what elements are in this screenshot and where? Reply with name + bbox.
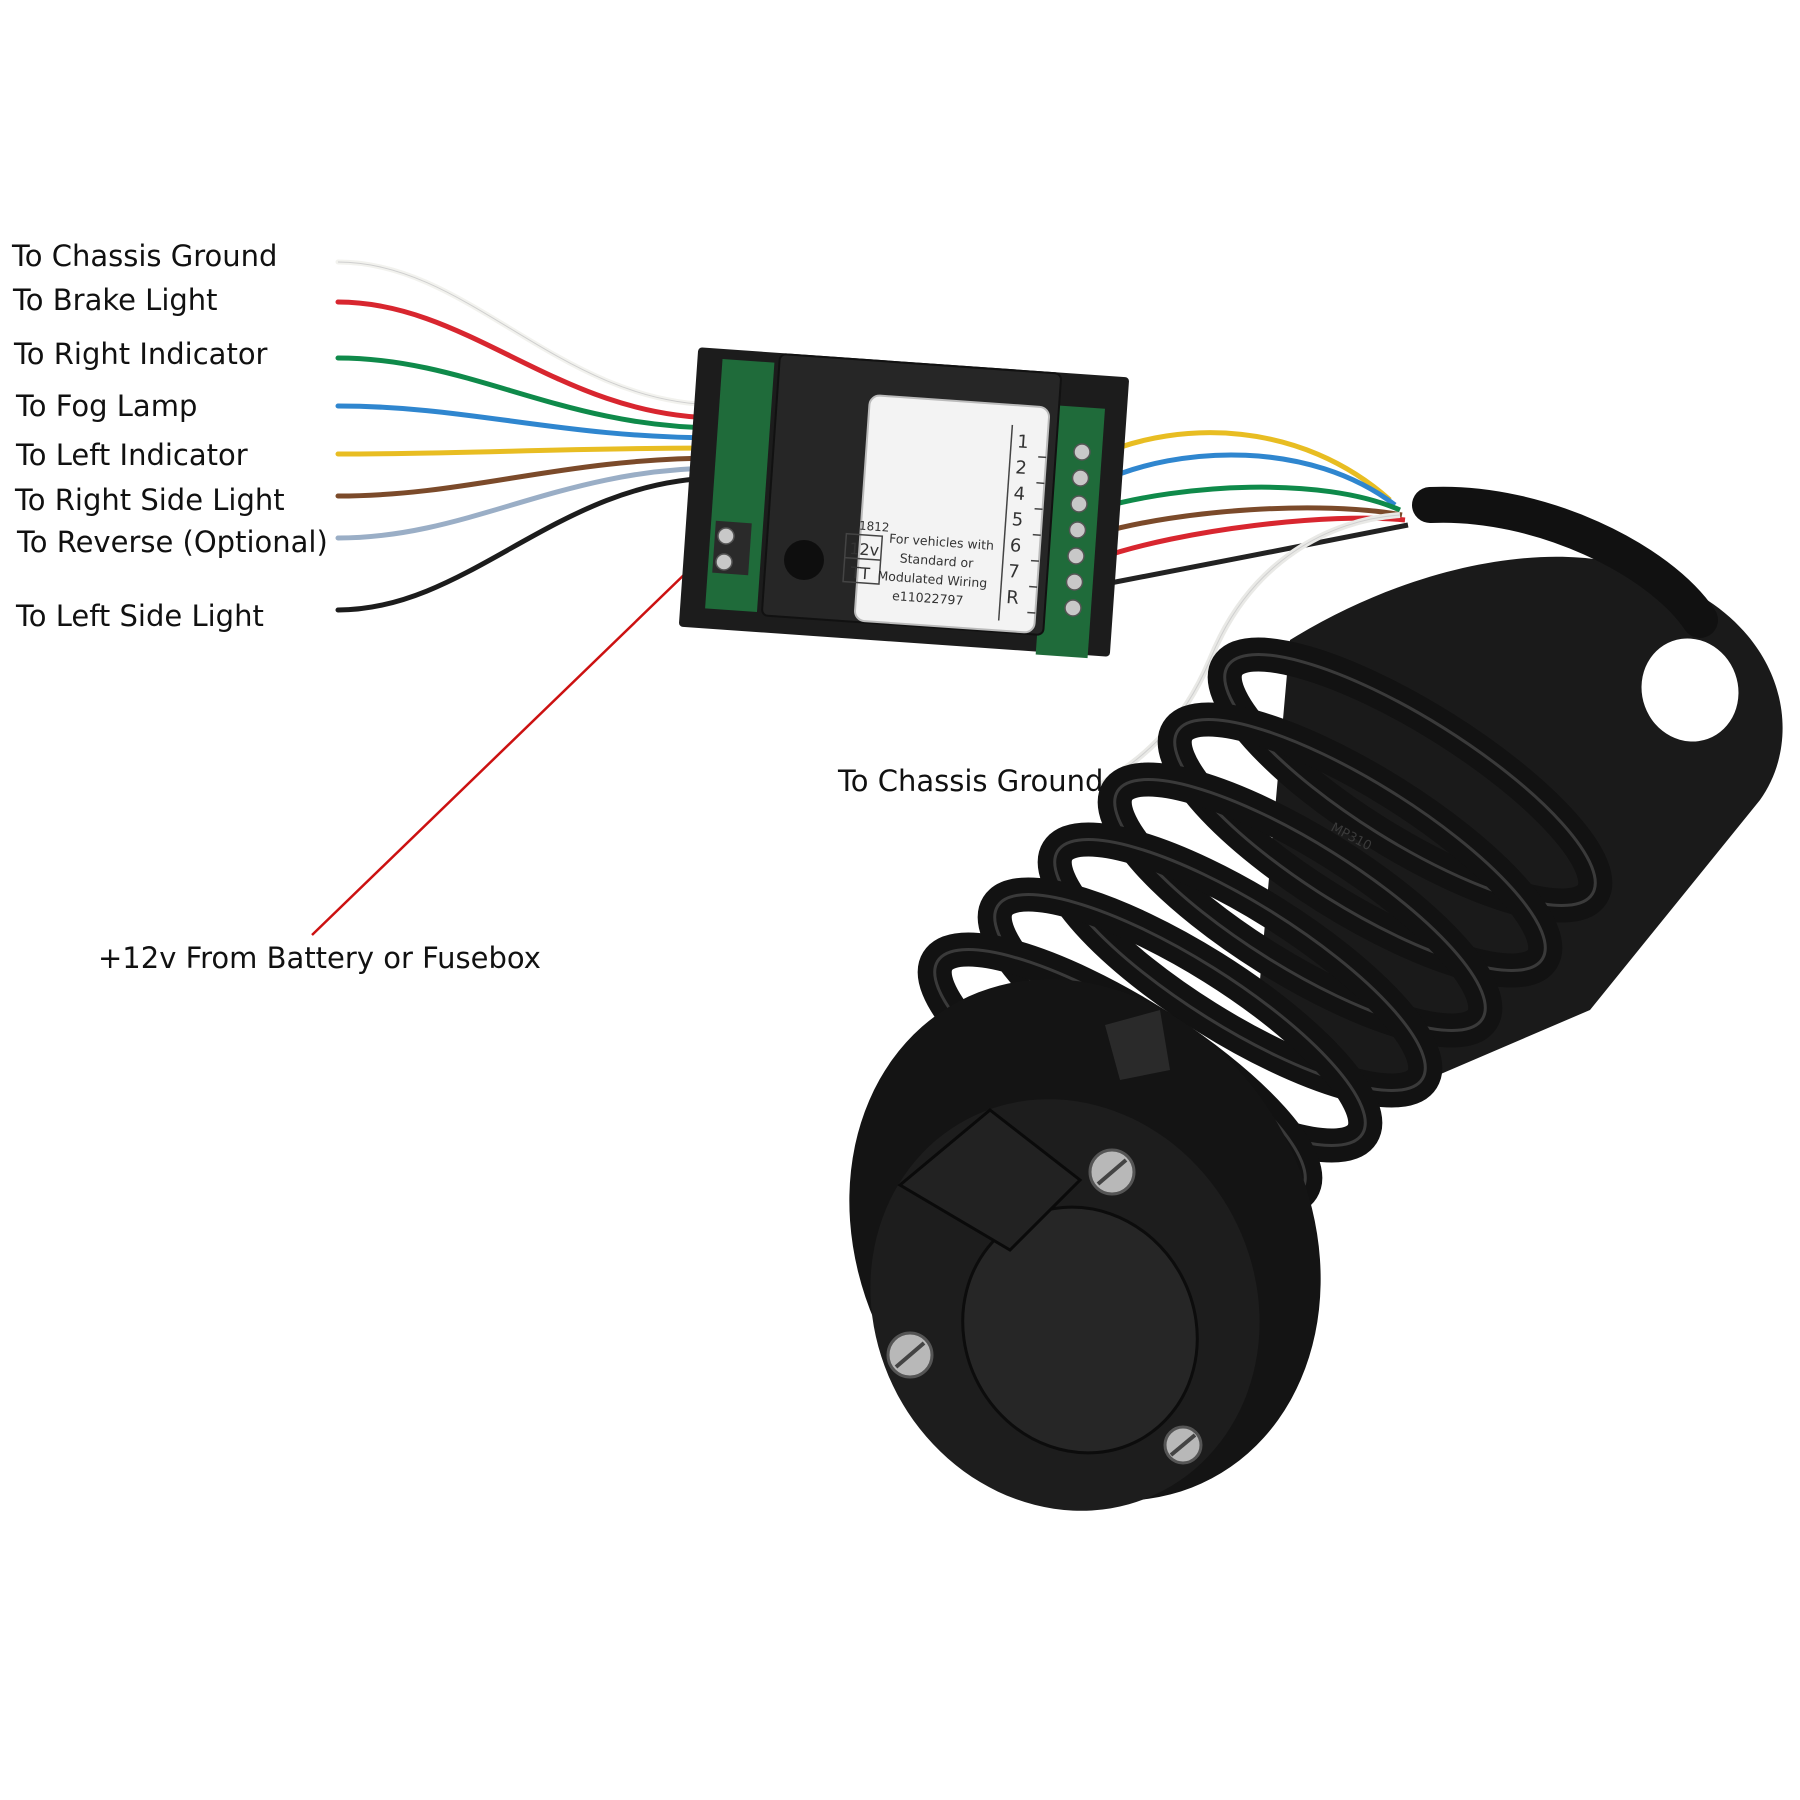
left-wire-3: [335, 355, 723, 431]
socket-latch: [1105, 1010, 1170, 1080]
label-power-source: +12v From Battery or Fusebox: [98, 941, 541, 975]
terminal-number-4: 4: [1013, 483, 1026, 505]
left-wire-1: [335, 259, 723, 408]
terminal-tick: [1030, 559, 1039, 562]
coil-highlight: [1053, 838, 1427, 1092]
label-code: 1812: [858, 519, 889, 535]
terminal-tick: [1032, 533, 1041, 536]
output-terminal-screw: [1065, 573, 1084, 591]
left-wire-1-outline: [337, 261, 721, 406]
output-terminal-screw: [1064, 599, 1082, 617]
left-wire-5: [335, 445, 723, 457]
label-voltage: 12v: [849, 539, 880, 560]
left-wire-7: [335, 465, 723, 541]
label-right-side-light: To Right Side Light: [15, 483, 285, 517]
output-terminal-screw: [1067, 547, 1085, 565]
left-wire-6: [335, 455, 723, 499]
label-left-side-light: To Left Side Light: [16, 599, 264, 633]
bracket-hole: [1641, 638, 1739, 742]
output-terminal-screw: [1068, 521, 1087, 539]
right-wire-black: [1099, 522, 1409, 588]
label-approval: e11022797: [892, 588, 964, 608]
coil-highlight: [1113, 778, 1487, 1032]
module-label-sticker: [854, 394, 1051, 634]
right-wire-bundle: [1098, 430, 1409, 788]
terminal-tick: [1038, 456, 1047, 459]
terminal-numbers: 1 2 4 5 6 7R: [1006, 431, 1047, 614]
terminal-number-1: 1: [1016, 431, 1029, 453]
right-wire-white-outline: [1099, 514, 1401, 786]
terminal-number-2: 2: [1015, 457, 1028, 479]
left-wire-8: [335, 475, 723, 613]
terminal-tick: [1036, 482, 1045, 485]
right-terminal-block: [1064, 443, 1091, 617]
terminal-tick: [1027, 611, 1036, 614]
output-terminal-screw: [1071, 469, 1090, 487]
screw-head-left: [886, 1331, 934, 1379]
label-chassis-ground-left: To Chassis Ground: [12, 239, 278, 273]
left-wire-bundle: [335, 259, 723, 613]
label-line2: Standard or: [899, 550, 974, 570]
screw-head-top: [1088, 1148, 1136, 1196]
output-terminal-screw: [1073, 443, 1091, 461]
right-wire-blue: [1098, 452, 1397, 507]
terminal-number-7: 7: [1007, 561, 1020, 583]
terminal-number-5: 5: [1011, 509, 1024, 531]
ground-terminal-screw: [715, 553, 733, 571]
left-wire-2: [335, 299, 723, 421]
screw-head-bottom: [1163, 1425, 1203, 1465]
module-indicator-led: [784, 540, 824, 580]
socket-cover: [962, 1207, 1198, 1453]
label-reverse-optional: To Reverse (Optional): [17, 525, 328, 559]
power-wire: [311, 539, 721, 936]
label-right-indicator: To Right Indicator: [14, 337, 268, 371]
coil-highlight: [1223, 653, 1597, 907]
trailer-socket: [849, 979, 1321, 1511]
bypass-relay-module: 1812 12v TT For vehicles with Standard o…: [679, 347, 1129, 659]
terminal-tick: [1034, 507, 1043, 511]
label-fog-lamp: To Fog Lamp: [16, 389, 198, 423]
cable-sheath: [1412, 486, 1718, 638]
label-left-indicator: To Left Indicator: [16, 438, 248, 472]
terminal-number-6: 6: [1009, 535, 1022, 557]
output-terminal-screw: [1070, 495, 1088, 513]
right-wire-yellow: [1098, 430, 1392, 502]
label-line1: For vehicles with: [889, 531, 995, 553]
right-wire-brown: [1099, 505, 1403, 536]
left-terminal-block: [712, 520, 752, 576]
terminal-number-R: R: [1006, 587, 1020, 609]
terminal-tick: [1029, 585, 1038, 588]
label-type: TT: [849, 563, 871, 583]
coil-highlight: [1173, 718, 1547, 972]
label-brake-light: To Brake Light: [13, 283, 218, 317]
power-terminal-screw: [717, 527, 735, 545]
socket-hinge: [897, 1108, 1083, 1252]
label-chassis-ground-right: To Chassis Ground: [838, 764, 1104, 798]
left-wire-4: [335, 403, 723, 441]
right-wire-green: [1099, 484, 1402, 513]
